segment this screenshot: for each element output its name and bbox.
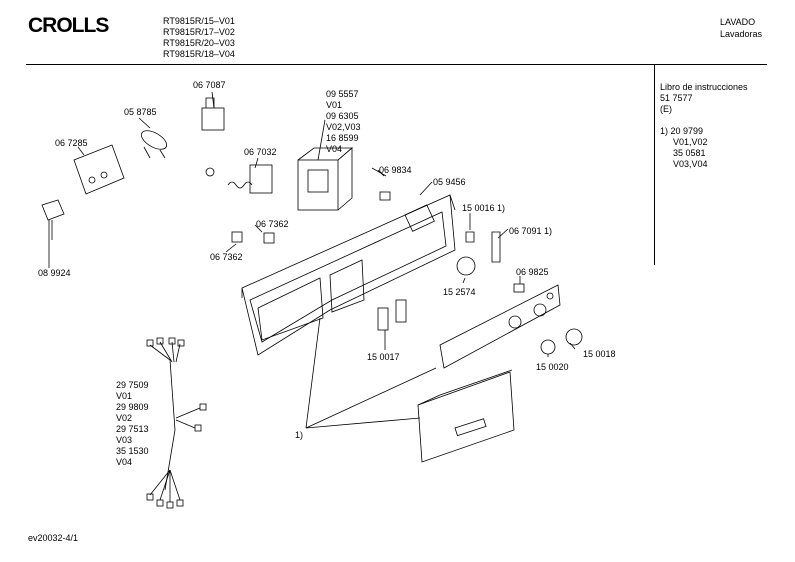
header-divider [26,64,767,65]
part-label: 29 7513 [116,424,149,434]
part-label: 15 0020 [536,362,569,372]
version-label: V02 [116,413,133,423]
part-label: 08 9924 [38,268,71,278]
part-label: 06 7032 [244,147,277,157]
part-label: 06 7087 [193,80,226,90]
title-text: LAVADO [720,17,756,27]
doc-title: Libro de instrucciones [660,82,748,92]
doc-lang: (E) [660,104,672,114]
part-label: 35 1530 [116,446,149,456]
part-label: 29 7509 [116,380,149,390]
part-label: 29 9809 [116,402,149,412]
harness-label-group: 29 7509 V01 29 9809 V02 29 7513 V03 35 1… [116,380,149,468]
part-label: 15 2574 [443,287,476,297]
part-label: 05 9456 [433,177,466,187]
version-label: V04 [326,144,343,154]
side-divider [654,65,655,265]
part-label: 16 8599 [326,133,359,143]
part-label: 15 0017 [367,352,400,362]
model-line: RT9815R/15–V01 [163,16,235,26]
brand-logo: CROLLS [28,14,109,37]
part-label: 15 0016 1) [462,203,506,213]
note-line: V01,V02 [673,137,708,147]
version-label: V02,V03 [326,122,361,132]
part-label: 06 7091 1) [509,226,553,236]
model-line: RT9815R/18–V04 [163,49,235,59]
version-label: V04 [116,457,133,467]
part-label: 06 9825 [516,267,549,277]
part-label: 09 5557 [326,89,359,99]
model-list: RT9815R/15–V01 RT9815R/17–V02 RT9815R/20… [163,16,235,60]
section-title: LAVADO Lavadoras [720,16,762,40]
part-label: 06 7285 [55,138,88,148]
part-label: 06 7362 [256,219,289,229]
part-label: 06 9834 [379,165,412,175]
part-label: 05 8785 [124,107,157,117]
version-label: V01 [326,100,343,110]
part-label: 09 6305 [326,111,359,121]
note-marker: 1) [295,430,304,440]
note-ref: 1) 20 9799 [660,126,704,136]
part-label: 06 7362 [210,252,243,262]
side-notes: Libro de instrucciones 51 7577 (E) 1) 20… [660,82,748,170]
version-label: V01 [116,391,133,401]
doc-number: 51 7577 [660,93,693,103]
subtitle-text: Lavadoras [720,29,763,39]
part-label: 15 0018 [583,349,616,359]
part-label-group: 09 5557 V01 09 6305 V02,V03 16 8599 V04 [326,89,361,155]
footer-code: ev20032-4/1 [28,533,79,543]
model-line: RT9815R/17–V02 [163,27,235,37]
note-line: V03,V04 [673,159,708,169]
model-line: RT9815R/20–V03 [163,38,235,48]
version-label: V03 [116,435,133,445]
note-line: 35 0581 [673,148,706,158]
